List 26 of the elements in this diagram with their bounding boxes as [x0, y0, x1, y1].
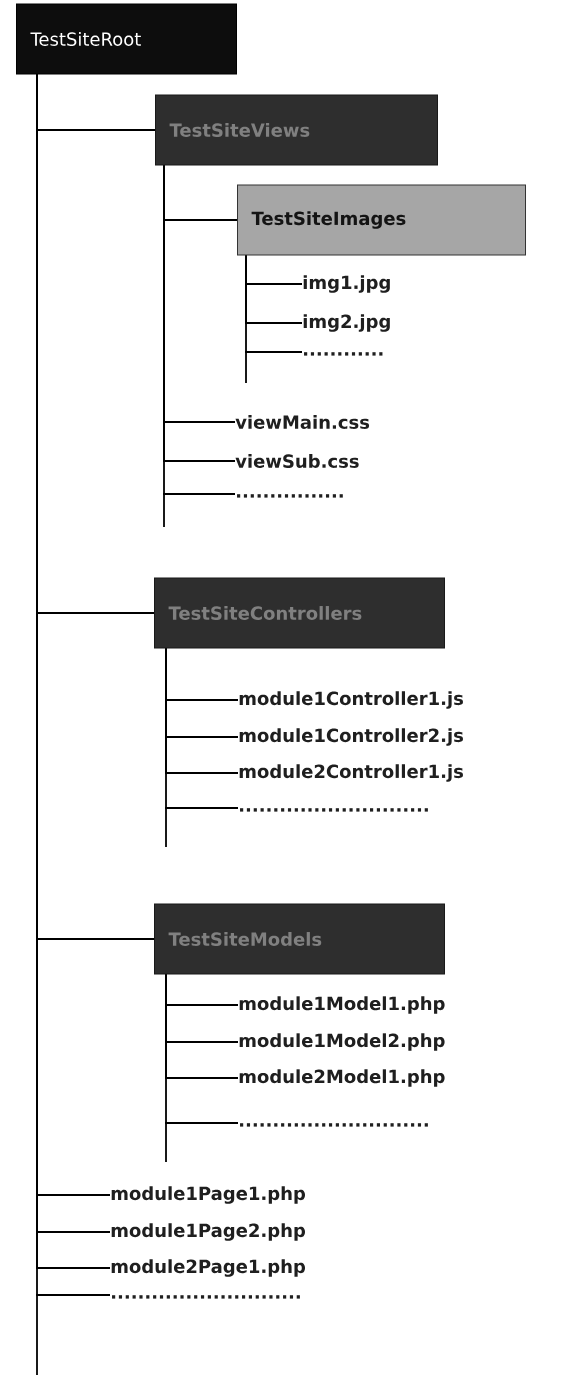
file-name: viewSub.css — [235, 454, 359, 468]
file-name: viewMain.css — [235, 415, 370, 429]
ellipsis-text: ............................ — [240, 1123, 428, 1127]
file-name: module1Model1.php — [239, 996, 445, 1014]
folder-box: TestSiteViews — [155, 94, 438, 166]
ellipsis-text: ............................ — [240, 808, 428, 812]
file-name: module1Controller1.js — [239, 691, 463, 709]
file-name: module1Page2.php — [111, 1223, 306, 1241]
ellipsis-text: ............................ — [112, 1295, 300, 1299]
file-name: module1Model2.php — [239, 1033, 445, 1051]
ellipsis-text: ................ — [237, 494, 343, 498]
tree-line — [165, 973, 239, 1124]
file-name: img2.jpg — [303, 314, 390, 332]
folder-box: TestSiteControllers — [154, 577, 445, 649]
folder-box: TestSiteRoot — [16, 3, 237, 75]
ellipsis-text: ............ — [304, 352, 383, 356]
file-name: module2Controller1.js — [239, 764, 463, 782]
file-name: module2Model1.php — [239, 1069, 445, 1087]
file-name: module2Page1.php — [111, 1259, 306, 1277]
file-name: img1.jpg — [303, 275, 390, 293]
folder-box: TestSiteModels — [154, 903, 445, 975]
file-name: module1Controller2.js — [239, 728, 463, 746]
folder-box: TestSiteImages — [237, 184, 526, 256]
file-name: module1Page1.php — [111, 1186, 306, 1204]
tree-line — [245, 254, 303, 353]
tree-line — [165, 647, 239, 809]
